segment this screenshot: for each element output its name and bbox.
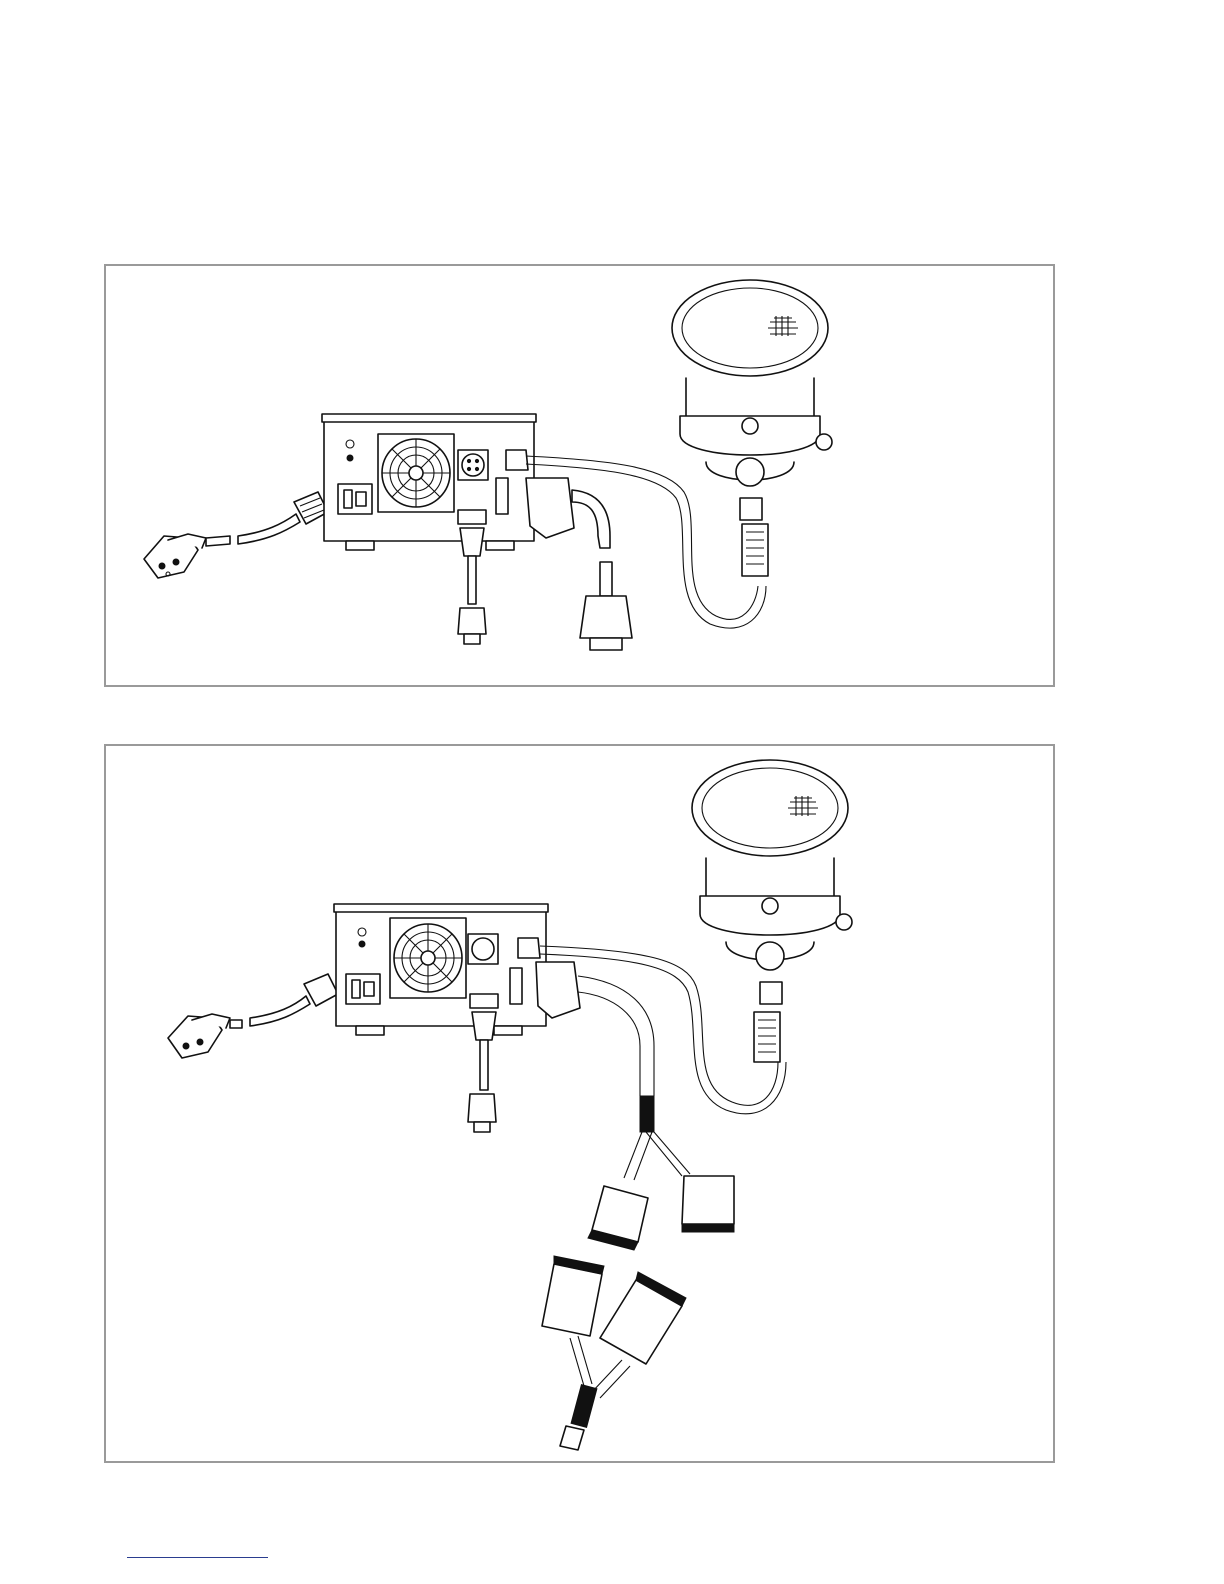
pump-port-icon — [468, 934, 498, 964]
figure-panel-standard — [104, 264, 1055, 687]
system-diagram-2 — [106, 746, 1057, 1465]
power-socket-icon — [346, 974, 380, 1004]
remote-connector — [542, 1256, 604, 1336]
remote-connector — [682, 1176, 734, 1232]
footer-rule — [127, 1557, 268, 1558]
y-splitter-cable — [536, 962, 734, 1450]
power-cord — [230, 974, 338, 1028]
system-diagram-1 — [106, 266, 1057, 689]
cooling-fan-icon — [390, 918, 466, 998]
cable-sleeve — [640, 1096, 654, 1132]
power-plug-icon — [144, 534, 206, 578]
power-cord — [206, 492, 328, 546]
remote-connector — [600, 1272, 686, 1364]
cable-sleeve — [571, 1385, 597, 1428]
power-plug-icon — [168, 1014, 230, 1058]
serial-cable — [468, 1012, 496, 1132]
power-socket-icon — [338, 484, 372, 514]
remote-port-icon — [510, 968, 522, 1004]
turbo-pump — [672, 280, 832, 520]
serial-port-icon — [458, 510, 486, 524]
serial-cable — [458, 528, 486, 644]
figure-panel-y-splitter — [104, 744, 1055, 1463]
controller-unit — [322, 414, 536, 550]
remote-port-icon — [496, 478, 508, 514]
controller-unit — [334, 904, 548, 1035]
turbo-pump — [692, 760, 852, 1004]
cooling-fan-icon — [378, 434, 454, 512]
remote-cable — [526, 478, 632, 650]
serial-port-icon — [470, 994, 498, 1008]
pump-port-icon — [458, 450, 488, 480]
remote-connector — [588, 1186, 648, 1250]
